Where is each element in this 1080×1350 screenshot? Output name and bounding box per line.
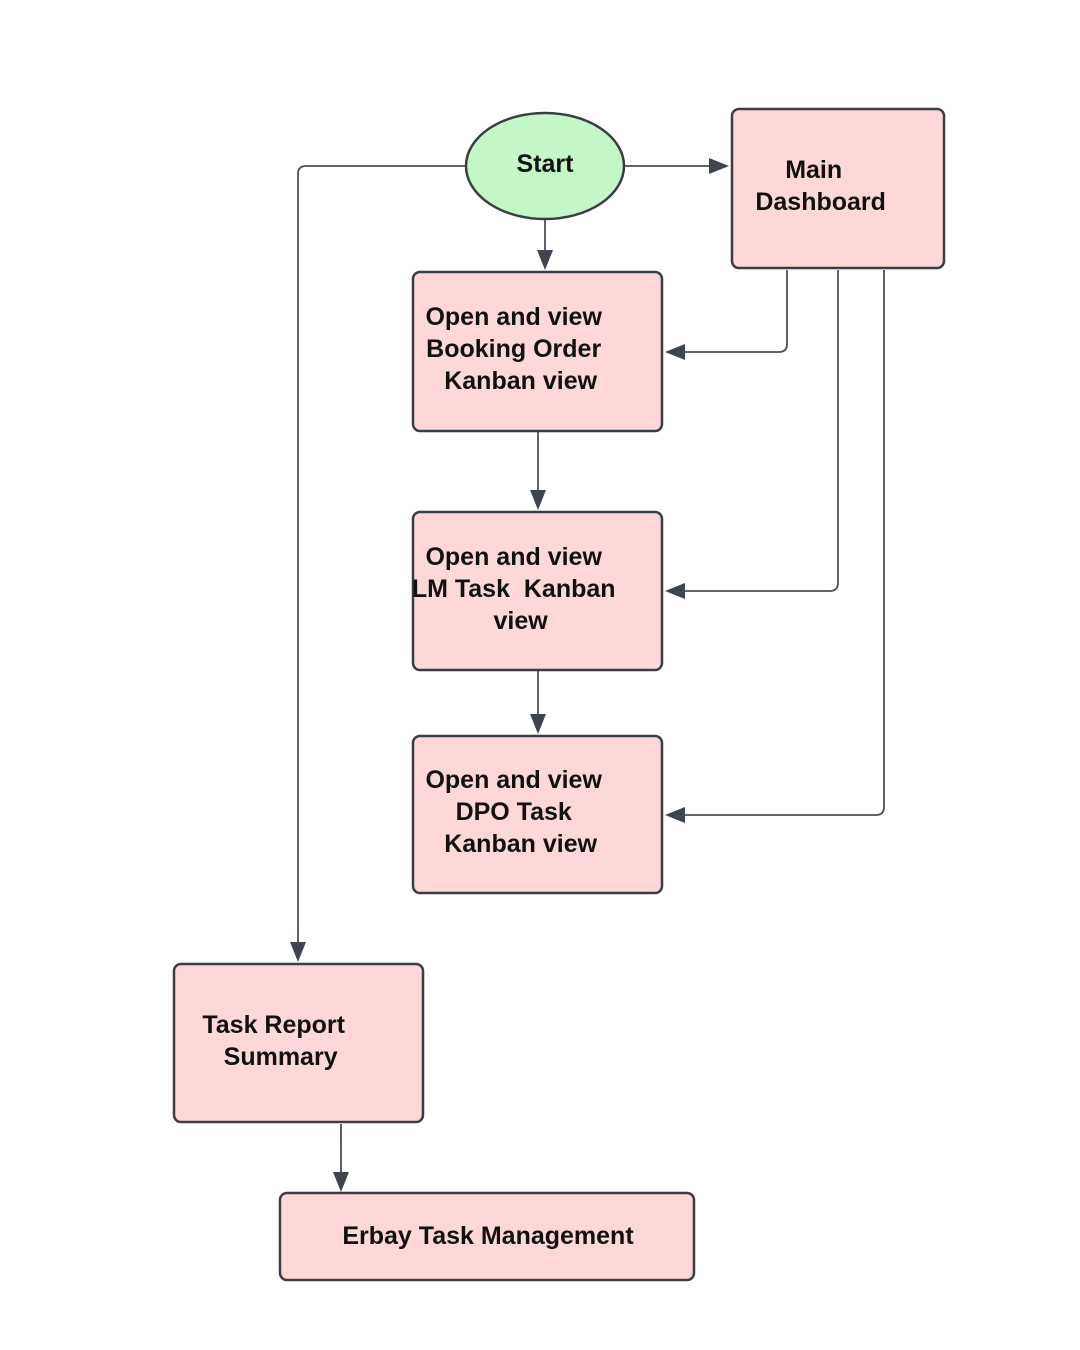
node-task-report: Task Report Summary	[0, 0, 425, 1124]
task-report-label: Task Report Summary	[0, 0, 394, 1071]
node-start: Start	[464, 111, 626, 221]
main-dashboard-line-2: Dashboard	[755, 188, 886, 216]
booking-order-box	[411, 270, 664, 433]
main-dashboard-line-1: Main	[785, 156, 842, 184]
node-erbay: Erbay Task Management	[278, 1191, 696, 1282]
lm-task-label: Open and view LM Task Kanban view	[0, 0, 664, 635]
arrowhead-lm-task-top	[530, 490, 546, 510]
node-main-dashboard: Main Dashboard	[0, 0, 946, 270]
booking-order-label: Open and view Booking Order Kanban view	[0, 0, 651, 395]
task-report-box	[172, 962, 425, 1124]
task-report-line-1: Task Report	[202, 1011, 345, 1039]
booking-order-line-3: Kanban view	[444, 367, 597, 395]
arrowhead-task-report	[290, 942, 306, 962]
start-ellipse	[464, 111, 626, 221]
arrowhead-erbay	[333, 1172, 349, 1192]
lm-task-box	[411, 510, 664, 672]
dpo-task-line-3: Kanban view	[444, 830, 597, 858]
connectors	[290, 158, 885, 1192]
arrowhead-lm-task-right	[665, 583, 685, 599]
edge-main-dashboard-to-booking-order	[684, 270, 788, 353]
arrowhead-main-dashboard	[709, 158, 729, 174]
edge-main-dashboard-to-dpo-task	[684, 270, 885, 816]
edge-start-to-task-report	[297, 165, 466, 944]
erbay-box	[278, 1191, 696, 1282]
arrowhead-dpo-task-right	[665, 807, 685, 823]
lm-task-line-2: LM Task Kanban	[412, 575, 616, 603]
node-dpo-task: Open and view DPO Task Kanban view	[0, 0, 664, 895]
arrowhead-dpo-task-top	[530, 714, 546, 734]
booking-order-line-2: Booking Order	[426, 335, 601, 363]
node-lm-task: Open and view LM Task Kanban view	[0, 0, 664, 672]
dpo-task-label: Open and view DPO Task Kanban view	[0, 0, 651, 858]
booking-order-line-1: Open and view	[425, 303, 602, 331]
arrowhead-booking-order-right	[665, 344, 685, 360]
lm-task-line-1: Open and view	[425, 543, 602, 571]
erbay-label: Erbay Task Management	[342, 1222, 634, 1250]
main-dashboard-label: Main Dashboard	[0, 0, 921, 216]
dpo-task-line-2: DPO Task	[456, 798, 572, 826]
dpo-task-box	[411, 734, 664, 895]
start-label: Start	[517, 150, 575, 178]
node-booking-order: Open and view Booking Order Kanban view	[0, 0, 664, 433]
arrowhead-booking-order-top	[537, 250, 553, 270]
main-dashboard-box	[730, 107, 946, 270]
dpo-task-line-1: Open and view	[425, 766, 602, 794]
edge-main-dashboard-to-lm-task	[684, 270, 839, 592]
lm-task-line-3: view	[494, 607, 549, 635]
task-report-line-2: Summary	[224, 1043, 338, 1071]
